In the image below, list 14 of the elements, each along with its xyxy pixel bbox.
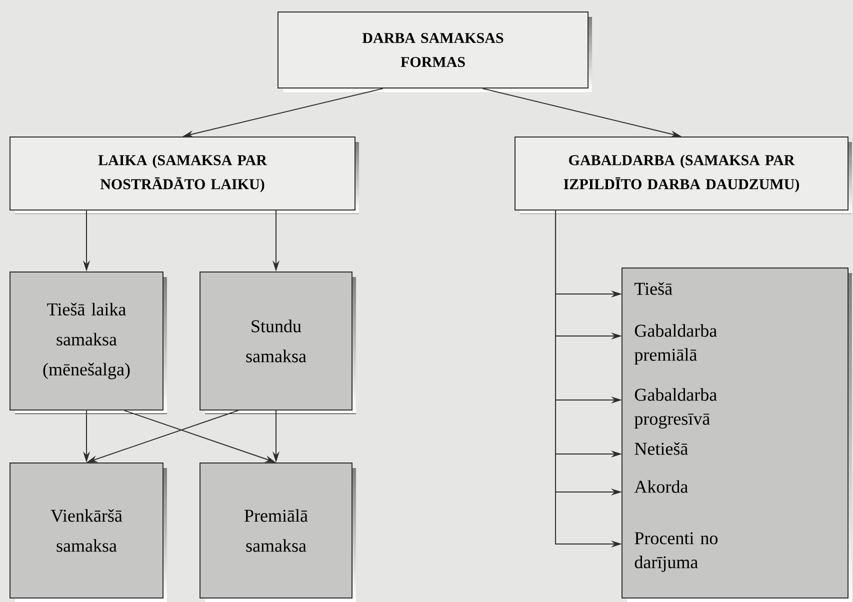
list-item: Gabaldarba premiālā <box>634 324 717 364</box>
list-item: Tiešā <box>634 282 672 295</box>
process-box: Premiālā samaksa <box>200 462 356 602</box>
list-item: Akorda <box>634 480 688 493</box>
process-box: GABALDARBA (SAMAKSA PAR IZPILDĪTO DARBA DAUDZUMU) <box>514 136 852 214</box>
list-item: Procenti no darījuma <box>634 532 718 572</box>
list-box <box>622 268 852 602</box>
process-box: Tiešā laika samaksa (mēnešalga) <box>10 272 167 414</box>
process-box: Stundu samaksa <box>200 272 356 414</box>
list-item: Netiešā <box>634 442 688 455</box>
process-box: LAIKA (SAMAKSA PAR NOSTRĀDĀTO LAIKU) <box>10 136 359 214</box>
process-box: Vienkāršā samaksa <box>10 462 167 602</box>
list-item: Gabaldarba progresīvā <box>634 388 717 429</box>
process-box: DARBA SAMAKSAS FORMAS <box>278 12 592 92</box>
